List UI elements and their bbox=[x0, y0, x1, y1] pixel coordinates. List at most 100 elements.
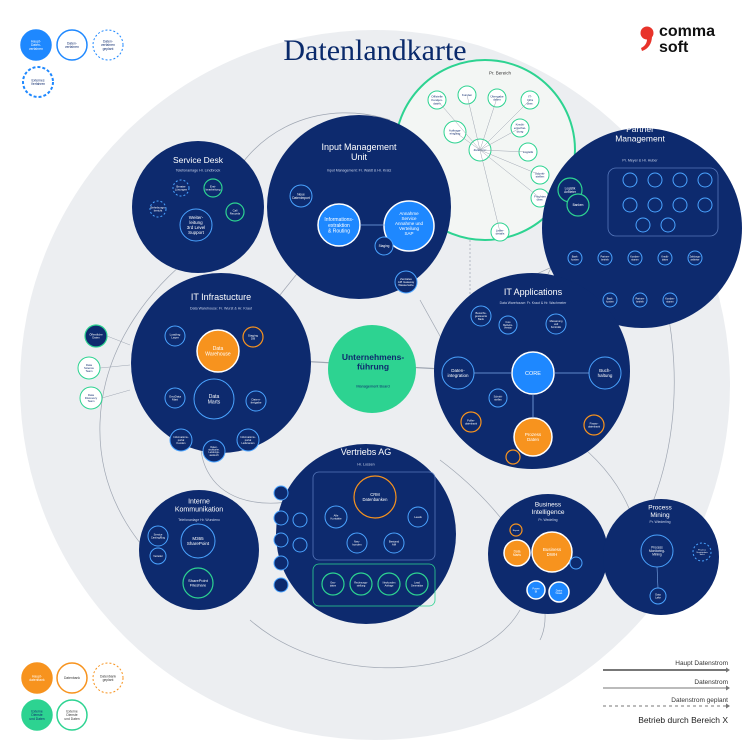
partner-small-node-9[interactable] bbox=[635, 217, 651, 233]
partner-row-node-1[interactable]: Bank-konten bbox=[567, 250, 583, 266]
pr-connector bbox=[479, 149, 501, 233]
partner-row-node-5[interactable]: Zahlungs-anbieter bbox=[687, 250, 703, 266]
vertrieb-side-node-5[interactable] bbox=[273, 577, 289, 593]
partner-small-node-5[interactable] bbox=[622, 197, 638, 213]
partner-row-node-2[interactable]: Partner-betrieb bbox=[597, 250, 613, 266]
pr-connector bbox=[479, 99, 531, 151]
partner-small-node-7[interactable] bbox=[672, 197, 688, 213]
partner-small-node-1[interactable] bbox=[622, 172, 638, 188]
apps-node-buchhaltung[interactable]: Buch-haltung bbox=[588, 356, 622, 390]
cluster-subtitle-process: Pr. Wiederling bbox=[649, 520, 670, 524]
vertrieb-side-node-7[interactable] bbox=[292, 537, 308, 553]
input-node-extraktion[interactable]: Informations-extraktion& Routing bbox=[317, 203, 361, 247]
infra-node-leistung[interactable]: Daten-strukturier.Leistungs-auskunft bbox=[202, 439, 226, 463]
infra-node-leistung-label: Daten-strukturier.Leistungs-auskunft bbox=[208, 446, 219, 457]
apps-node-finanz[interactable]: Finanz-datenbank bbox=[583, 414, 605, 436]
apps-node-schnittstellen[interactable]: Schnitt-stellen bbox=[488, 388, 508, 408]
bi-node-report[interactable]: Report bbox=[509, 523, 523, 537]
input-node-staging[interactable]: Staging bbox=[374, 236, 394, 256]
input-node-extraktion-label: Informations-extraktion& Routing bbox=[324, 217, 354, 234]
vertrieb-side-node-4[interactable] bbox=[273, 555, 289, 571]
partner-row-node-6[interactable]: Bank-konten bbox=[602, 292, 618, 308]
vertrieb-side-node-6[interactable] bbox=[292, 512, 308, 528]
partner-row-node-3[interactable]: Kunden-stamm bbox=[627, 250, 643, 266]
vertrieb-ext-node-1[interactable]: Geo-daten bbox=[321, 572, 345, 596]
vertrieb-node-leads[interactable]: Leads bbox=[407, 506, 429, 528]
apps-node-core[interactable]: CORE bbox=[511, 351, 555, 395]
partner-row-node-4[interactable]: Kredit-daten bbox=[657, 250, 673, 266]
partner-small-node-2[interactable] bbox=[647, 172, 663, 188]
partner-node-2[interactable]: Banken bbox=[566, 193, 590, 217]
cluster-subtitle-interne: Telefonanlage Hr. Wundeno bbox=[178, 518, 220, 522]
partner-small-node-6[interactable] bbox=[647, 197, 663, 213]
connector-interne-bi bbox=[249, 609, 521, 669]
apps-node-integration[interactable]: Daten-integration bbox=[441, 356, 475, 390]
pr-node-11-label: Liefer-details bbox=[496, 228, 505, 235]
partner-small-node-3[interactable] bbox=[672, 172, 688, 188]
partner-row-node-8[interactable]: Kunden-stamm bbox=[662, 292, 678, 308]
partner-small-node-4[interactable] bbox=[697, 172, 713, 188]
infra-node-freigabe[interactable]: Daten-freigabe bbox=[245, 390, 267, 412]
vertrieb-node-neukunden[interactable]: Neu-kunden bbox=[346, 532, 368, 554]
vertrieb-side-node-2[interactable] bbox=[273, 510, 289, 526]
vertrieb-side-node-3[interactable] bbox=[273, 532, 289, 548]
cluster-title-it-apps: IT Applications bbox=[504, 287, 563, 297]
bi-node-small[interactable] bbox=[569, 556, 583, 570]
service-node-3[interactable]: Erst-bearbeitung bbox=[203, 178, 223, 198]
center-subtitle: Management Board bbox=[356, 384, 389, 388]
interne-node-verteiler[interactable]: Verteiler bbox=[149, 547, 167, 565]
partner-row-node-7[interactable]: Partner-betrieb bbox=[632, 292, 648, 308]
service-node-1[interactable]: Behebungs-bericht bbox=[149, 200, 167, 218]
partner-small-node-10[interactable] bbox=[660, 217, 676, 233]
vertrieb-ext-node-2[interactable]: Rechnungs-stellung bbox=[349, 572, 373, 596]
interne-node-verteiler-label: Verteiler bbox=[153, 554, 163, 558]
vertrieb-side-node-1[interactable] bbox=[273, 485, 289, 501]
partner-small-node-8[interactable] bbox=[697, 197, 713, 213]
apps-node-small[interactable] bbox=[505, 449, 521, 465]
apps-node-puffer[interactable]: Puffer-datenbank bbox=[460, 411, 482, 433]
